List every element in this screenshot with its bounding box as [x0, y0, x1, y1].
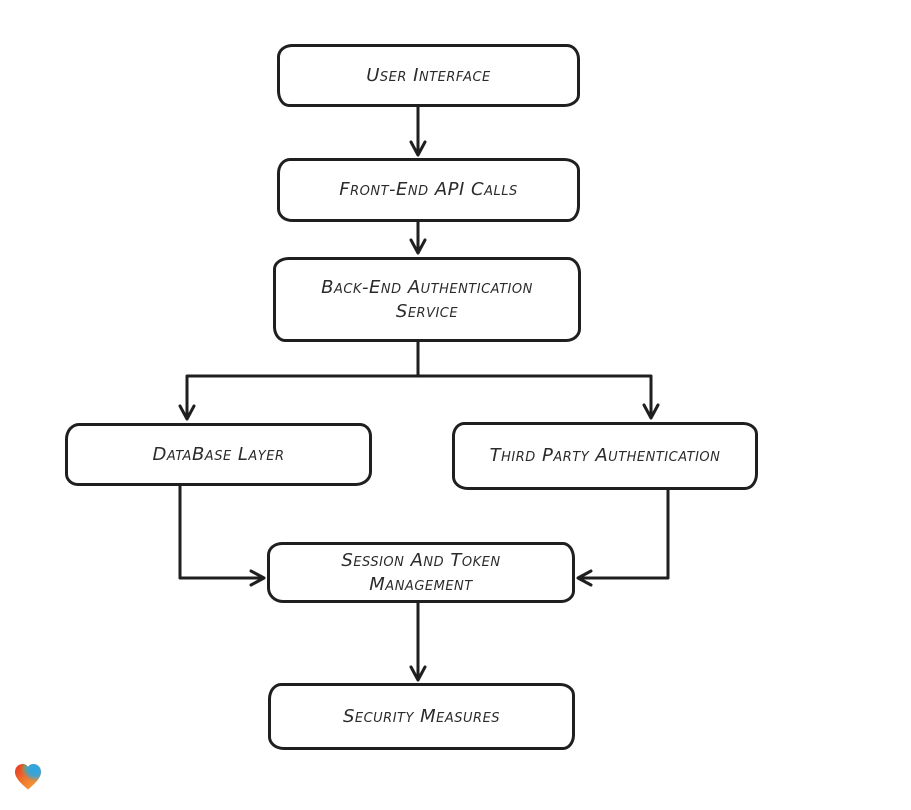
edge-third-party-to-session [576, 488, 670, 587]
node-database-layer[interactable]: DataBase Layer [65, 423, 372, 486]
edge-user-interface-to-front-end [409, 105, 427, 157]
node-label: Session And Token Management [341, 550, 501, 595]
edge-back-end-to-database [178, 340, 420, 421]
node-session-and-token-management[interactable]: Session And Token Management [267, 542, 575, 603]
node-label: User Interface [366, 64, 491, 86]
node-label: Third Party Authentication [489, 445, 721, 467]
edge-session-to-security [409, 601, 427, 682]
node-label: Back-End Authentication Service [321, 277, 533, 322]
node-label: Front-End API Calls [339, 179, 518, 201]
node-label: Security Measures [342, 705, 501, 727]
node-front-end-api-calls[interactable]: Front-End API Calls [277, 158, 580, 222]
edge-back-end-to-third-party [416, 374, 660, 420]
node-security-measures[interactable]: Security Measures [268, 683, 575, 750]
edge-database-to-session [178, 484, 266, 587]
heart-shape [15, 764, 41, 790]
node-back-end-authentication-service[interactable]: Back-End Authentication Service [273, 257, 581, 342]
node-label: DataBase Layer [152, 443, 285, 465]
edge-front-end-to-back-end [409, 220, 427, 255]
heart-logo[interactable] [12, 761, 44, 793]
node-user-interface[interactable]: User Interface [277, 44, 580, 107]
node-third-party-authentication[interactable]: Third Party Authentication [452, 422, 758, 490]
